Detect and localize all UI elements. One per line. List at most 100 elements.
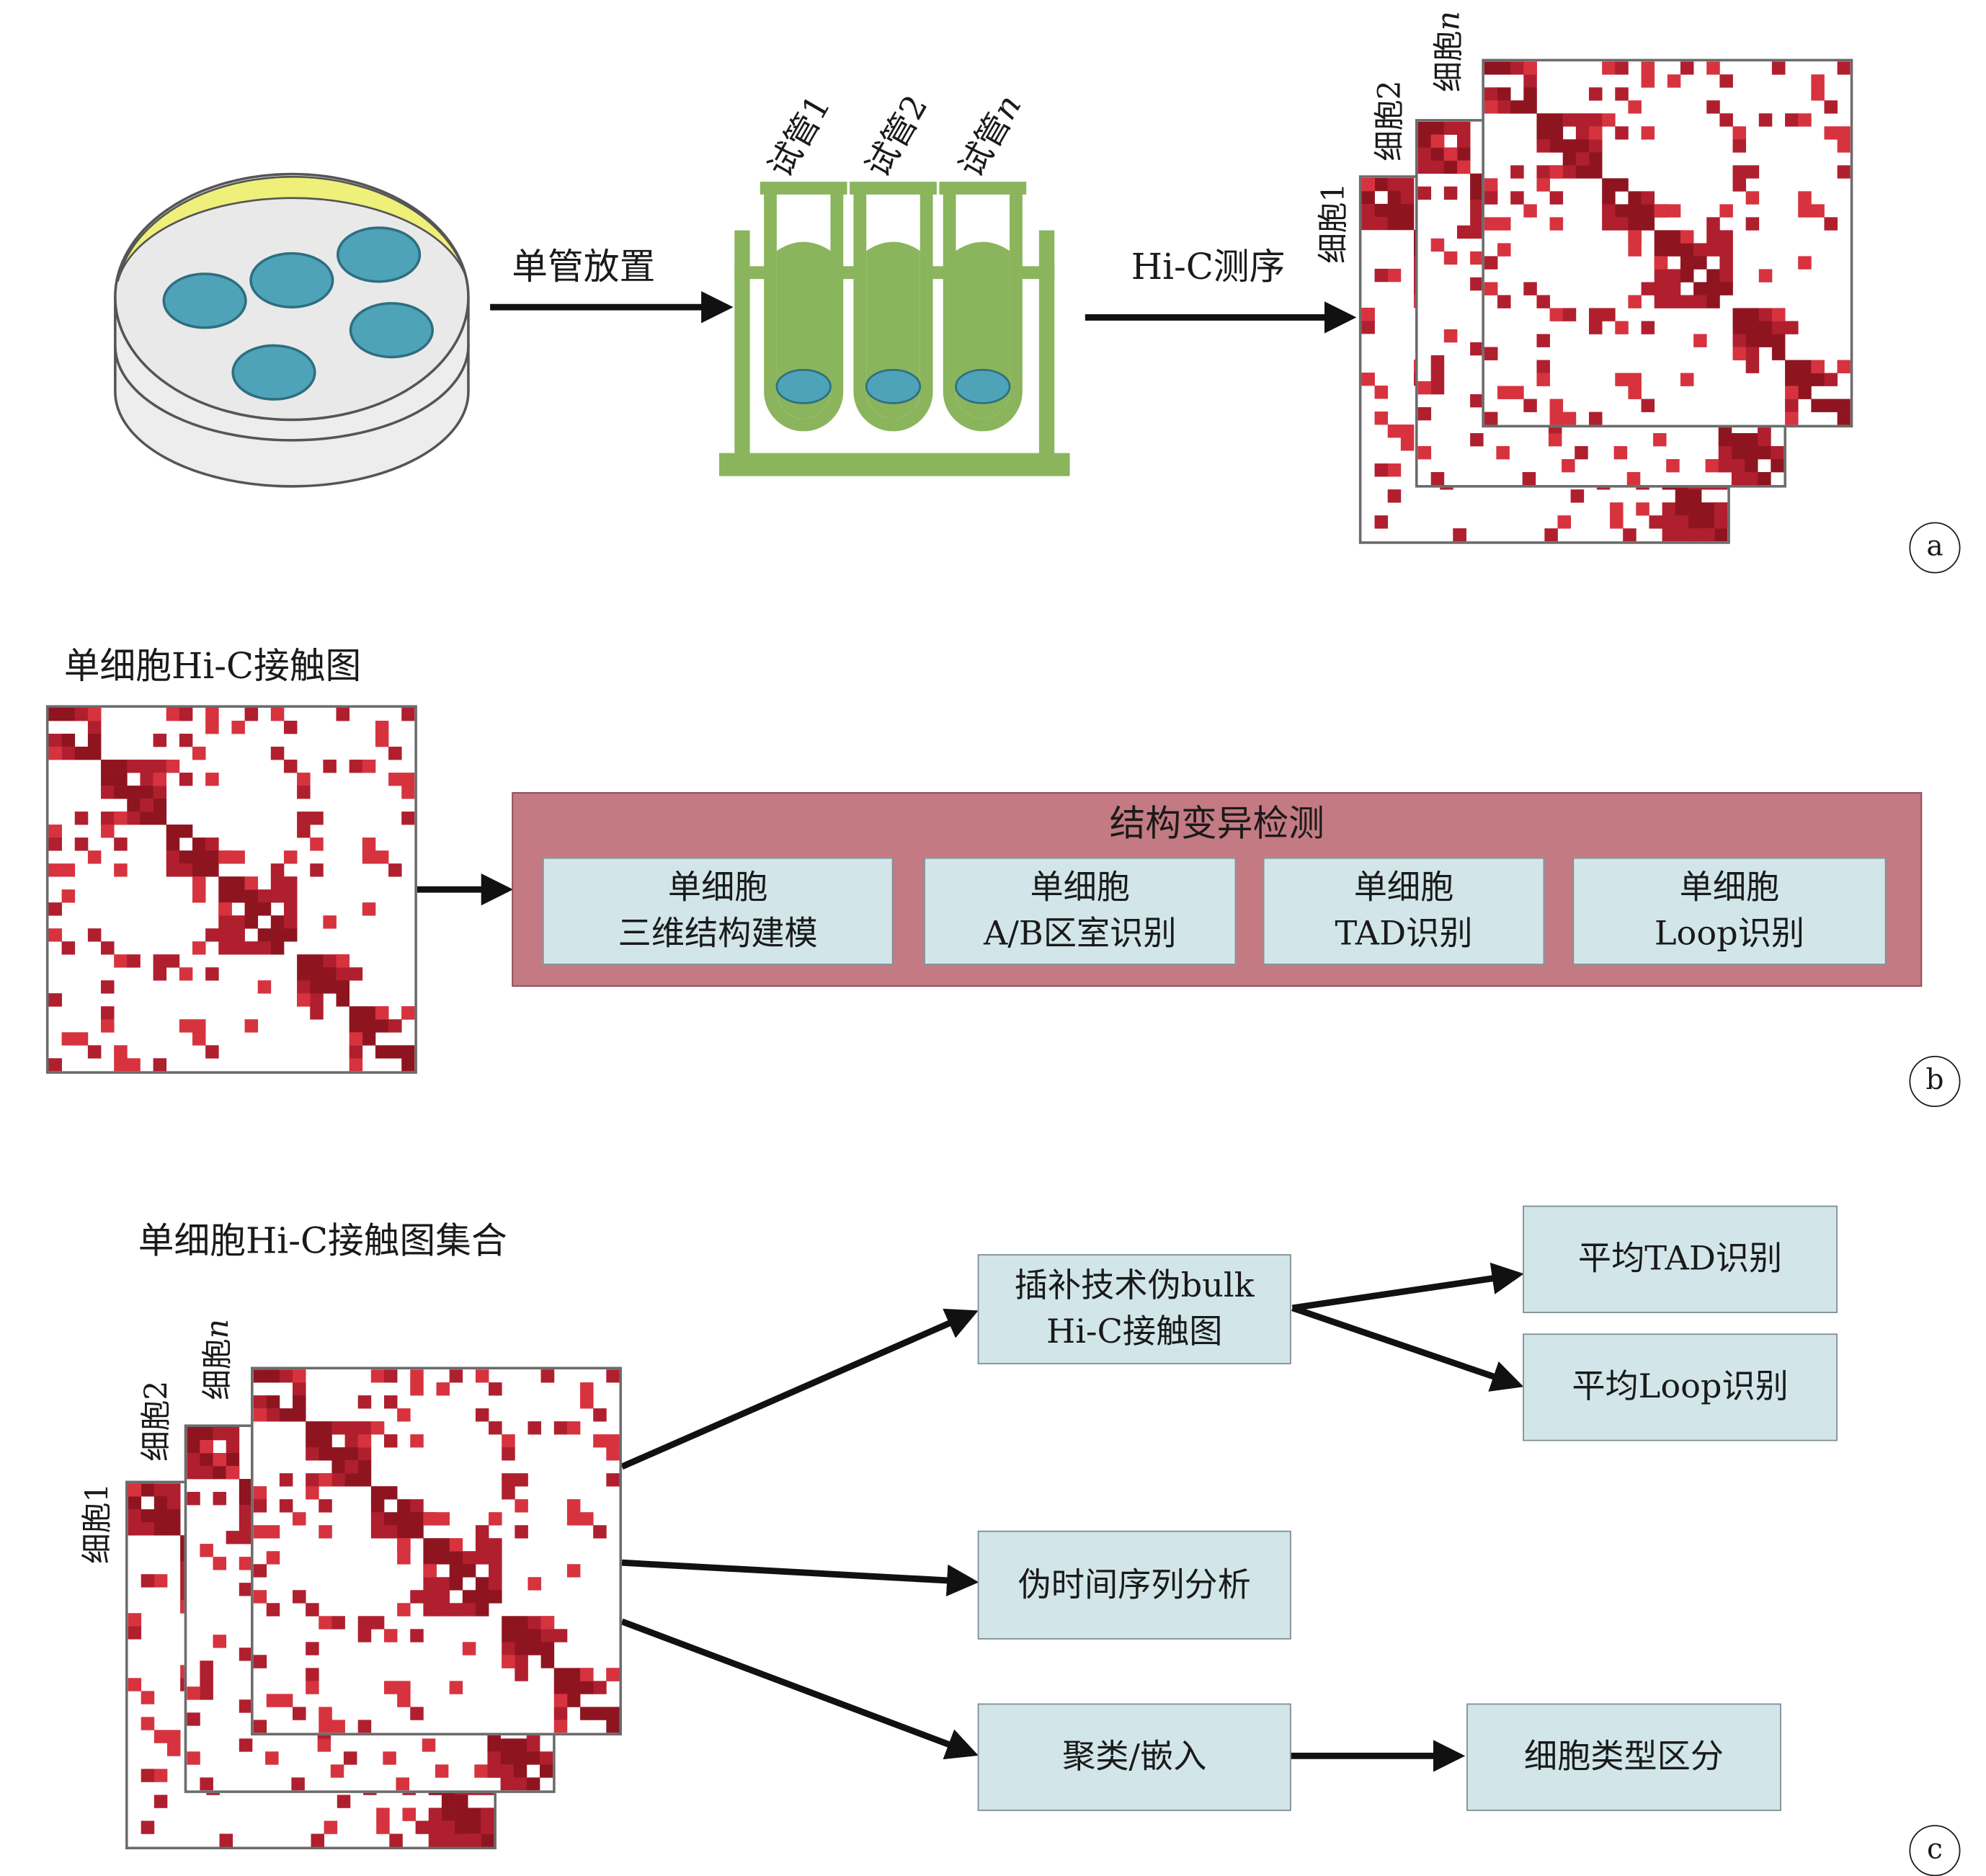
contact-cell — [410, 1434, 424, 1448]
contact-cell — [166, 850, 180, 864]
contact-cell — [410, 1499, 424, 1513]
contact-cell — [370, 1525, 385, 1539]
contact-cell — [1837, 61, 1851, 75]
contact-cell — [293, 1382, 306, 1396]
contact-cell — [61, 747, 76, 760]
contact-cell — [270, 863, 285, 877]
contact-cell — [375, 1045, 389, 1059]
contact-cell — [319, 1525, 332, 1539]
contact-cell — [553, 1668, 568, 1681]
contact-cell — [401, 786, 415, 799]
contact-cell — [475, 1551, 489, 1565]
contact-cell — [1610, 502, 1624, 516]
contact-cell — [481, 1808, 494, 1821]
contact-cell — [283, 850, 298, 864]
contact-cell — [500, 1777, 515, 1791]
contact-cell — [213, 1426, 227, 1441]
contact-cell — [153, 1730, 168, 1743]
contact-cell — [1430, 472, 1445, 486]
contact-cell — [527, 1421, 542, 1435]
contact-cell — [436, 1382, 450, 1396]
contact-cell — [1575, 165, 1590, 179]
contact-cell — [489, 1577, 502, 1591]
contact-cell — [253, 1369, 267, 1383]
contact-cell — [48, 734, 62, 747]
contact-cell — [1693, 282, 1707, 295]
contact-cell — [1641, 321, 1655, 334]
contact-cell — [401, 1058, 415, 1072]
contact-cell — [331, 1616, 345, 1630]
contact-cell — [376, 1808, 390, 1821]
contact-cell — [297, 980, 311, 994]
contact-cell — [1653, 432, 1667, 447]
contact-cell — [375, 850, 389, 864]
contact-cell — [515, 1642, 528, 1655]
contact-cell — [370, 1421, 385, 1435]
contact-cell — [436, 1538, 450, 1552]
contact-cell — [270, 747, 285, 760]
contact-cell — [1675, 515, 1689, 529]
contact-cell — [310, 993, 324, 1007]
contact-cell — [436, 1551, 450, 1565]
cell-label-1: 细胞1 — [1315, 182, 1352, 264]
contact-cell — [87, 734, 102, 747]
contact-cell — [1719, 243, 1733, 257]
contact-cell — [375, 734, 389, 747]
contact-cell — [140, 773, 153, 786]
contact-cell — [166, 1496, 181, 1510]
contact-cell — [1771, 308, 1786, 321]
contact-cell — [1589, 113, 1603, 127]
contact-cell — [1562, 152, 1577, 166]
contact-cell — [1732, 347, 1747, 360]
contact-cell — [1719, 256, 1733, 270]
contact-cell — [205, 863, 219, 877]
contact-cell — [481, 1833, 494, 1847]
contact-cell — [1417, 406, 1432, 421]
contact-cell — [357, 1616, 372, 1630]
cell-label-2: 细胞2 — [1371, 80, 1408, 161]
contact-cell — [48, 863, 62, 877]
contact-cell — [1497, 217, 1511, 231]
contact-cell — [253, 1564, 267, 1578]
contact-cell — [515, 1525, 528, 1539]
contact-cell — [306, 1486, 319, 1500]
contact-cell — [297, 967, 311, 981]
contact-cell — [344, 1473, 359, 1487]
contact-cell — [515, 1473, 528, 1487]
contact-cell — [1667, 282, 1681, 295]
contact-cell — [606, 1434, 620, 1448]
contact-cell — [1430, 355, 1445, 369]
contact-cell — [187, 1426, 200, 1441]
contact-cell — [362, 760, 376, 773]
contact-cell — [502, 1629, 515, 1642]
contact-cell — [606, 1720, 620, 1733]
contact-cell — [436, 1512, 450, 1526]
contact-cell — [396, 1777, 409, 1791]
contact-cell — [1732, 334, 1747, 347]
contact-cell — [1811, 204, 1825, 218]
contact-cell — [1824, 217, 1838, 231]
contact-map-icon — [251, 1366, 623, 1735]
contact-cell — [1732, 126, 1747, 140]
contact-cell — [114, 786, 128, 799]
contact-cell — [1497, 100, 1511, 114]
contact-cell — [239, 1505, 253, 1519]
contact-cell — [239, 1531, 253, 1544]
contact-cell — [1575, 445, 1588, 460]
contact-cell — [1680, 61, 1694, 75]
contact-cell — [179, 850, 193, 864]
contact-cell — [527, 1642, 542, 1655]
contact-cell — [239, 1738, 253, 1752]
contact-cell — [1649, 515, 1662, 529]
contact-cell — [323, 954, 337, 968]
contact-cell — [1641, 126, 1655, 140]
contact-cell — [539, 1764, 553, 1778]
contact-cell — [1400, 216, 1415, 231]
contact-cell — [397, 1603, 411, 1617]
contact-cell — [253, 1499, 267, 1513]
contact-cell — [1615, 321, 1629, 334]
contact-cell — [1374, 268, 1389, 283]
contact-cell — [153, 1496, 168, 1510]
contact-cell — [441, 1795, 455, 1808]
